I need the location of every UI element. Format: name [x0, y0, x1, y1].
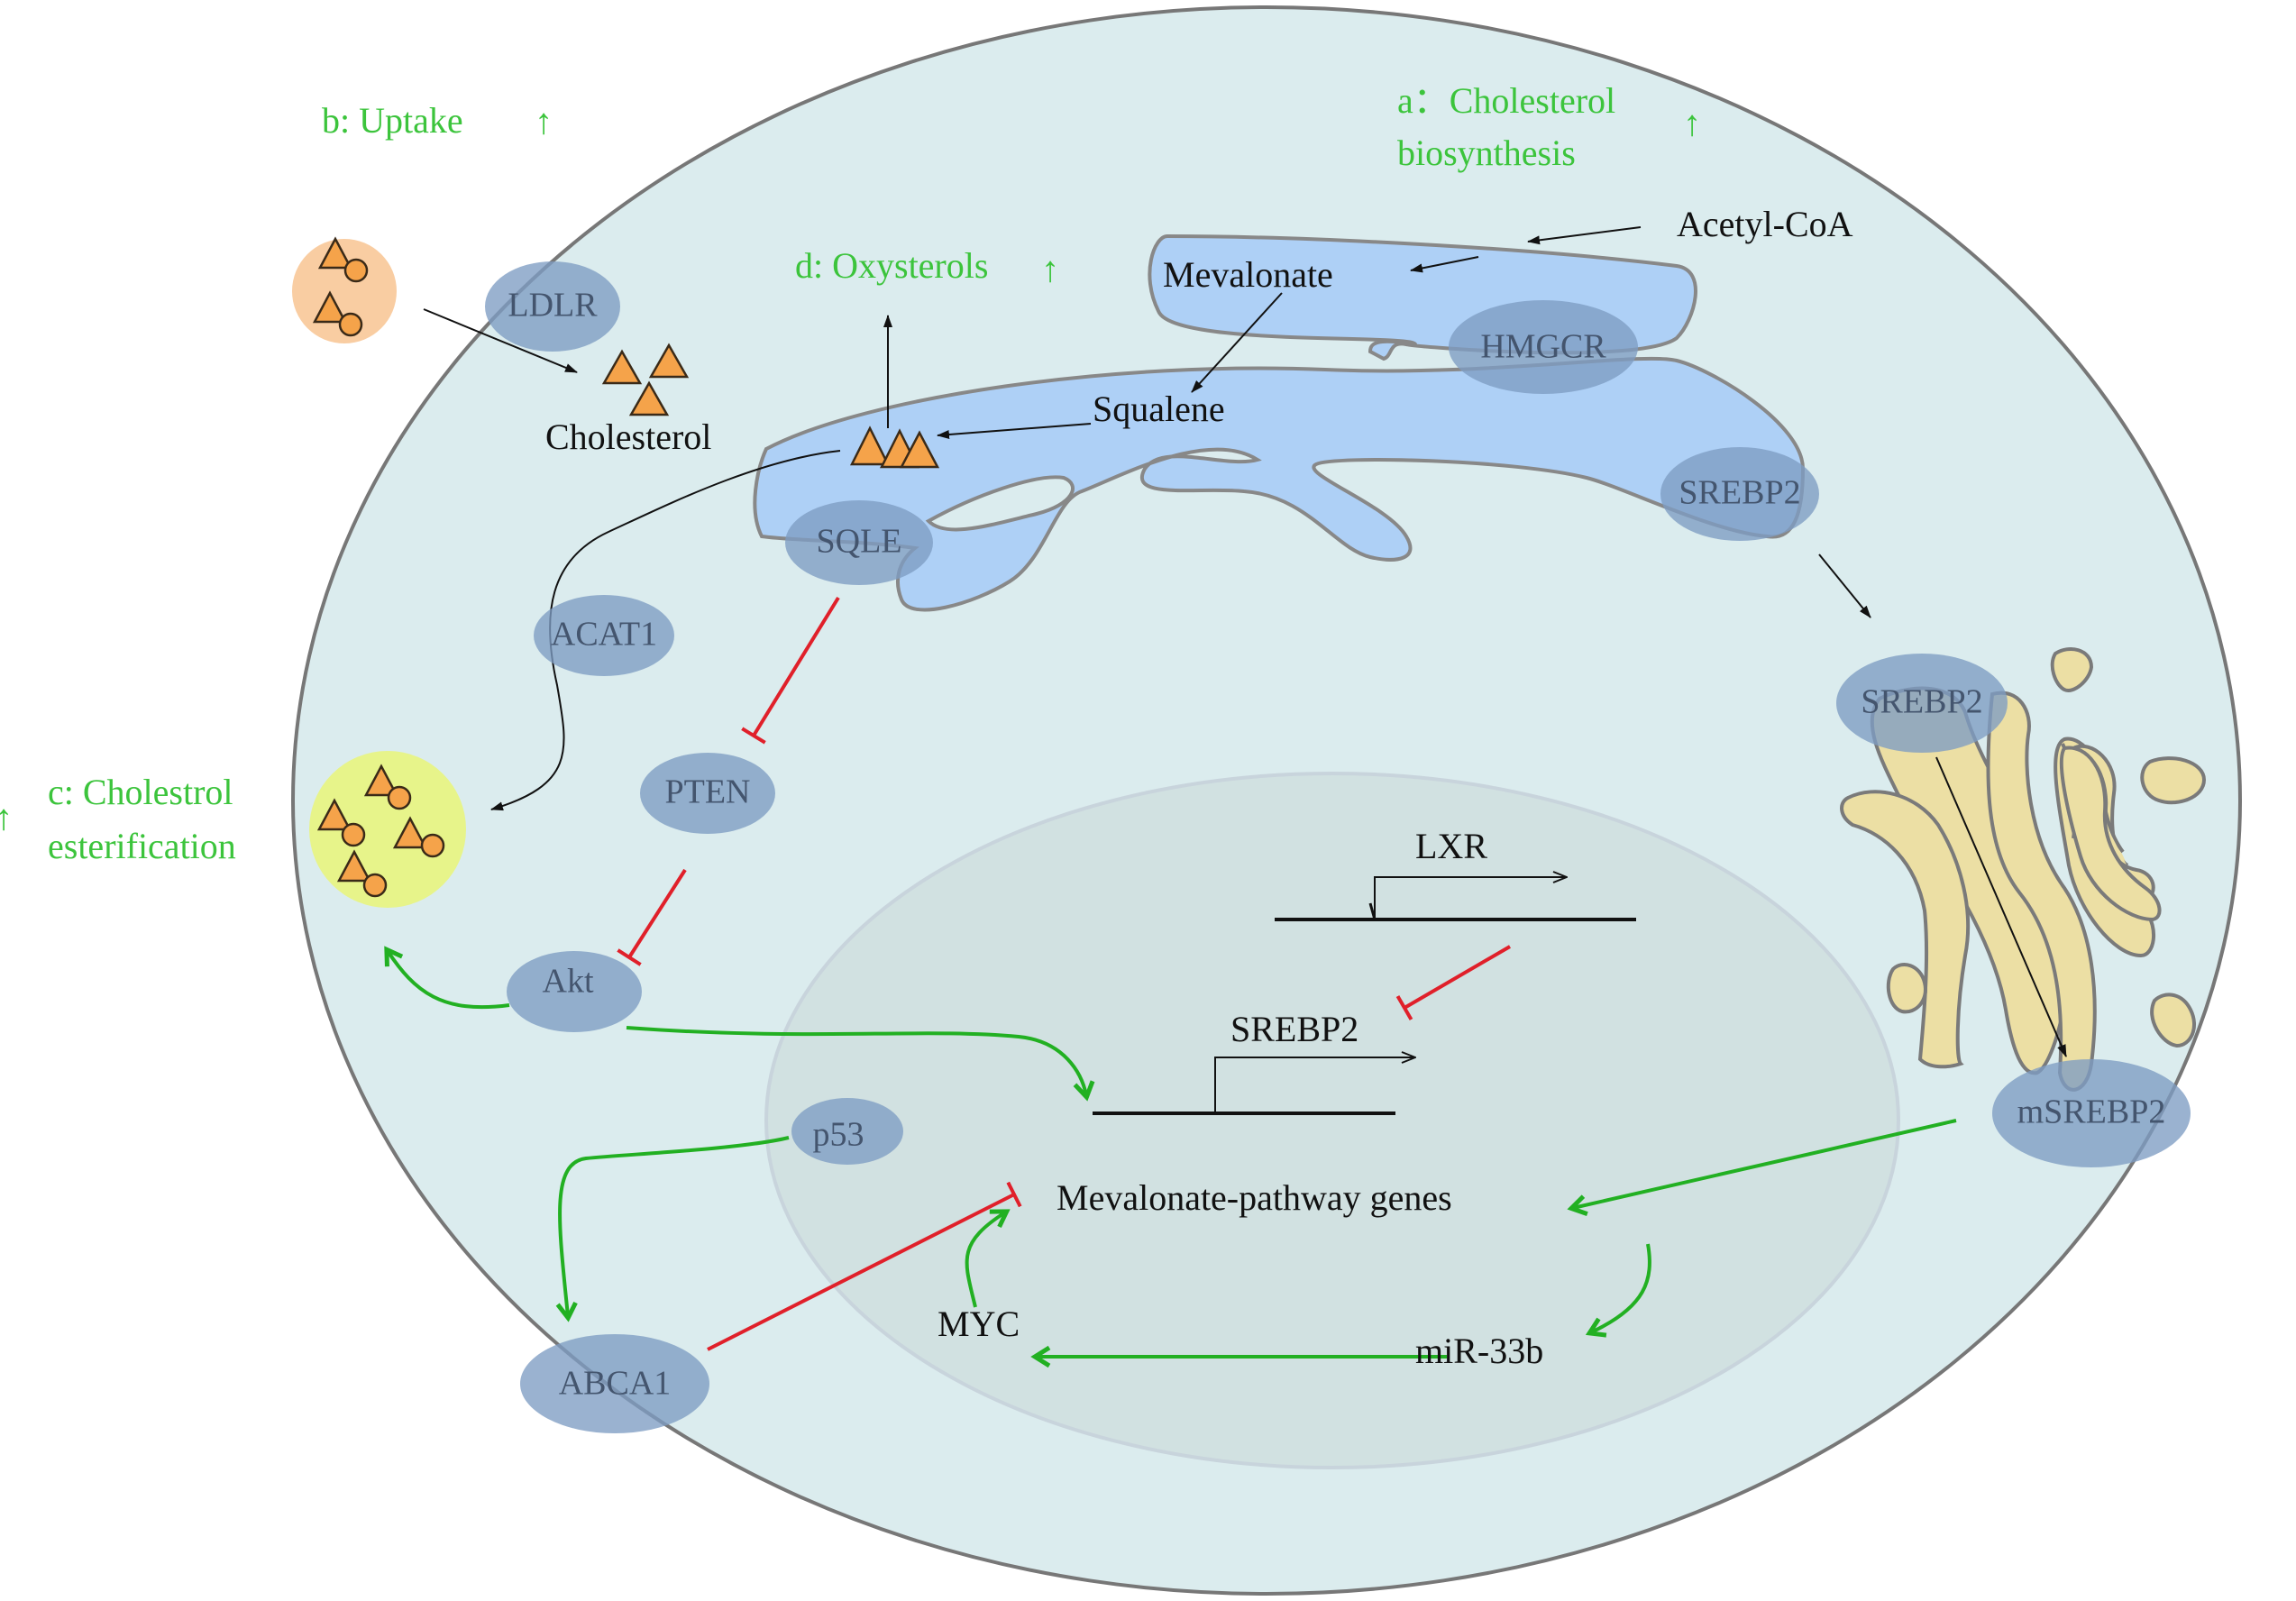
arrow-srebp2-to-golgi [1818, 553, 1871, 618]
er-cholesterol-molecules [849, 425, 940, 469]
protein-akt: Akt [507, 951, 642, 1032]
svg-text:PTEN: PTEN [665, 773, 751, 811]
arrow-ldl-to-cholesterol [423, 308, 578, 373]
label-mevalonate: Mevalonate [1163, 254, 1333, 295]
activate-genes-mir33b [1585, 1243, 1651, 1338]
up-arrow-oxysterols: ↑ [1041, 249, 1059, 289]
svg-text:ABCA1: ABCA1 [559, 1365, 672, 1403]
label-biosynthesis-line2: biosynthesis [1397, 133, 1576, 173]
svg-text:HMGCR: HMGCR [1480, 328, 1606, 366]
inhibit-abca1-mevalonate [707, 1181, 1022, 1351]
label-myc: MYC [938, 1304, 1020, 1344]
arrow-mevalonate-to-squalene [1191, 292, 1283, 393]
protein-abca1: ABCA1 [520, 1334, 709, 1433]
arrow-acetylcoa-to-er [1527, 226, 1642, 245]
cholesterol-molecules [601, 343, 690, 416]
svg-text:Akt: Akt [543, 963, 594, 1001]
inhibit-pten-akt [617, 868, 687, 966]
inhibit-sqle-pten [741, 596, 840, 745]
er-lower-lobe [753, 356, 1806, 612]
protein-acat1: ACAT1 [534, 595, 674, 676]
activate-p53-abca1 [555, 1136, 790, 1322]
protein-ldlr: LDLR [485, 261, 620, 352]
arrow-squalene-to-cholesterol [937, 423, 1092, 439]
label-uptake: b: Uptake [322, 100, 463, 141]
protein-sqle: SQLE [785, 500, 933, 585]
svg-text:ACAT1: ACAT1 [551, 616, 657, 654]
inhibit-lxr-srebp2 [1395, 945, 1512, 1020]
up-arrow-biosynthesis: ↑ [1683, 103, 1701, 143]
label-oxysterols: d: Oxysterols [795, 245, 988, 286]
label-mevalonate-pathway-genes: Mevalonate-pathway genes [1057, 1177, 1452, 1218]
protein-hmgcr: HMGCR [1449, 300, 1638, 394]
label-esterification-line2: esterification [48, 826, 236, 866]
label-srebp2-gene: SREBP2 [1230, 1009, 1358, 1049]
activate-akt-esterification [384, 946, 510, 1010]
up-arrow-esterification: ↑ [0, 797, 13, 837]
label-squalene: Squalene [1093, 389, 1225, 429]
svg-text:SREBP2: SREBP2 [1679, 474, 1800, 512]
svg-text:SREBP2: SREBP2 [1861, 683, 1982, 721]
arrow-to-mevalonate [1410, 256, 1479, 273]
arrow-srebp2-cleavage [1935, 756, 2067, 1057]
label-biosynthesis-line1: a：Cholesterol [1397, 80, 1615, 121]
label-cholesterol: Cholesterol [545, 416, 711, 457]
protein-srebp2-golgi: SREBP2 [1836, 654, 2008, 753]
label-mir-33b: miR-33b [1415, 1331, 1543, 1371]
protein-msrebp2: mSREBP2 [1992, 1059, 2191, 1167]
srebp2-gene-promoter [1093, 1057, 1415, 1115]
label-esterification-line1: c: Cholestrol [48, 772, 233, 812]
er-inner-fold [925, 475, 1075, 532]
label-lxr: LXR [1415, 826, 1487, 866]
activate-msrebp2-genes [1567, 1119, 1957, 1216]
protein-srebp2-er: SREBP2 [1660, 447, 1819, 541]
droplet-cholesterol-esters [316, 764, 445, 898]
lxr-gene-promoter [1275, 877, 1636, 921]
protein-p53: p53 [791, 1098, 903, 1165]
activate-myc-genes [965, 1209, 1011, 1308]
up-arrow-uptake: ↑ [535, 101, 553, 142]
svg-text:SQLE: SQLE [817, 523, 902, 561]
ldl-cholesterol-esters [312, 236, 369, 337]
arrow-cholesterol-to-droplet [490, 450, 841, 811]
protein-pten: PTEN [640, 753, 775, 834]
svg-text:LDLR: LDLR [508, 287, 598, 325]
svg-text:p53: p53 [813, 1116, 864, 1154]
label-acetyl-coa: Acetyl-CoA [1677, 204, 1853, 244]
svg-text:mSREBP2: mSREBP2 [2017, 1093, 2166, 1131]
activate-akt-srebp2 [626, 1026, 1095, 1102]
nucleus [764, 772, 1900, 1469]
